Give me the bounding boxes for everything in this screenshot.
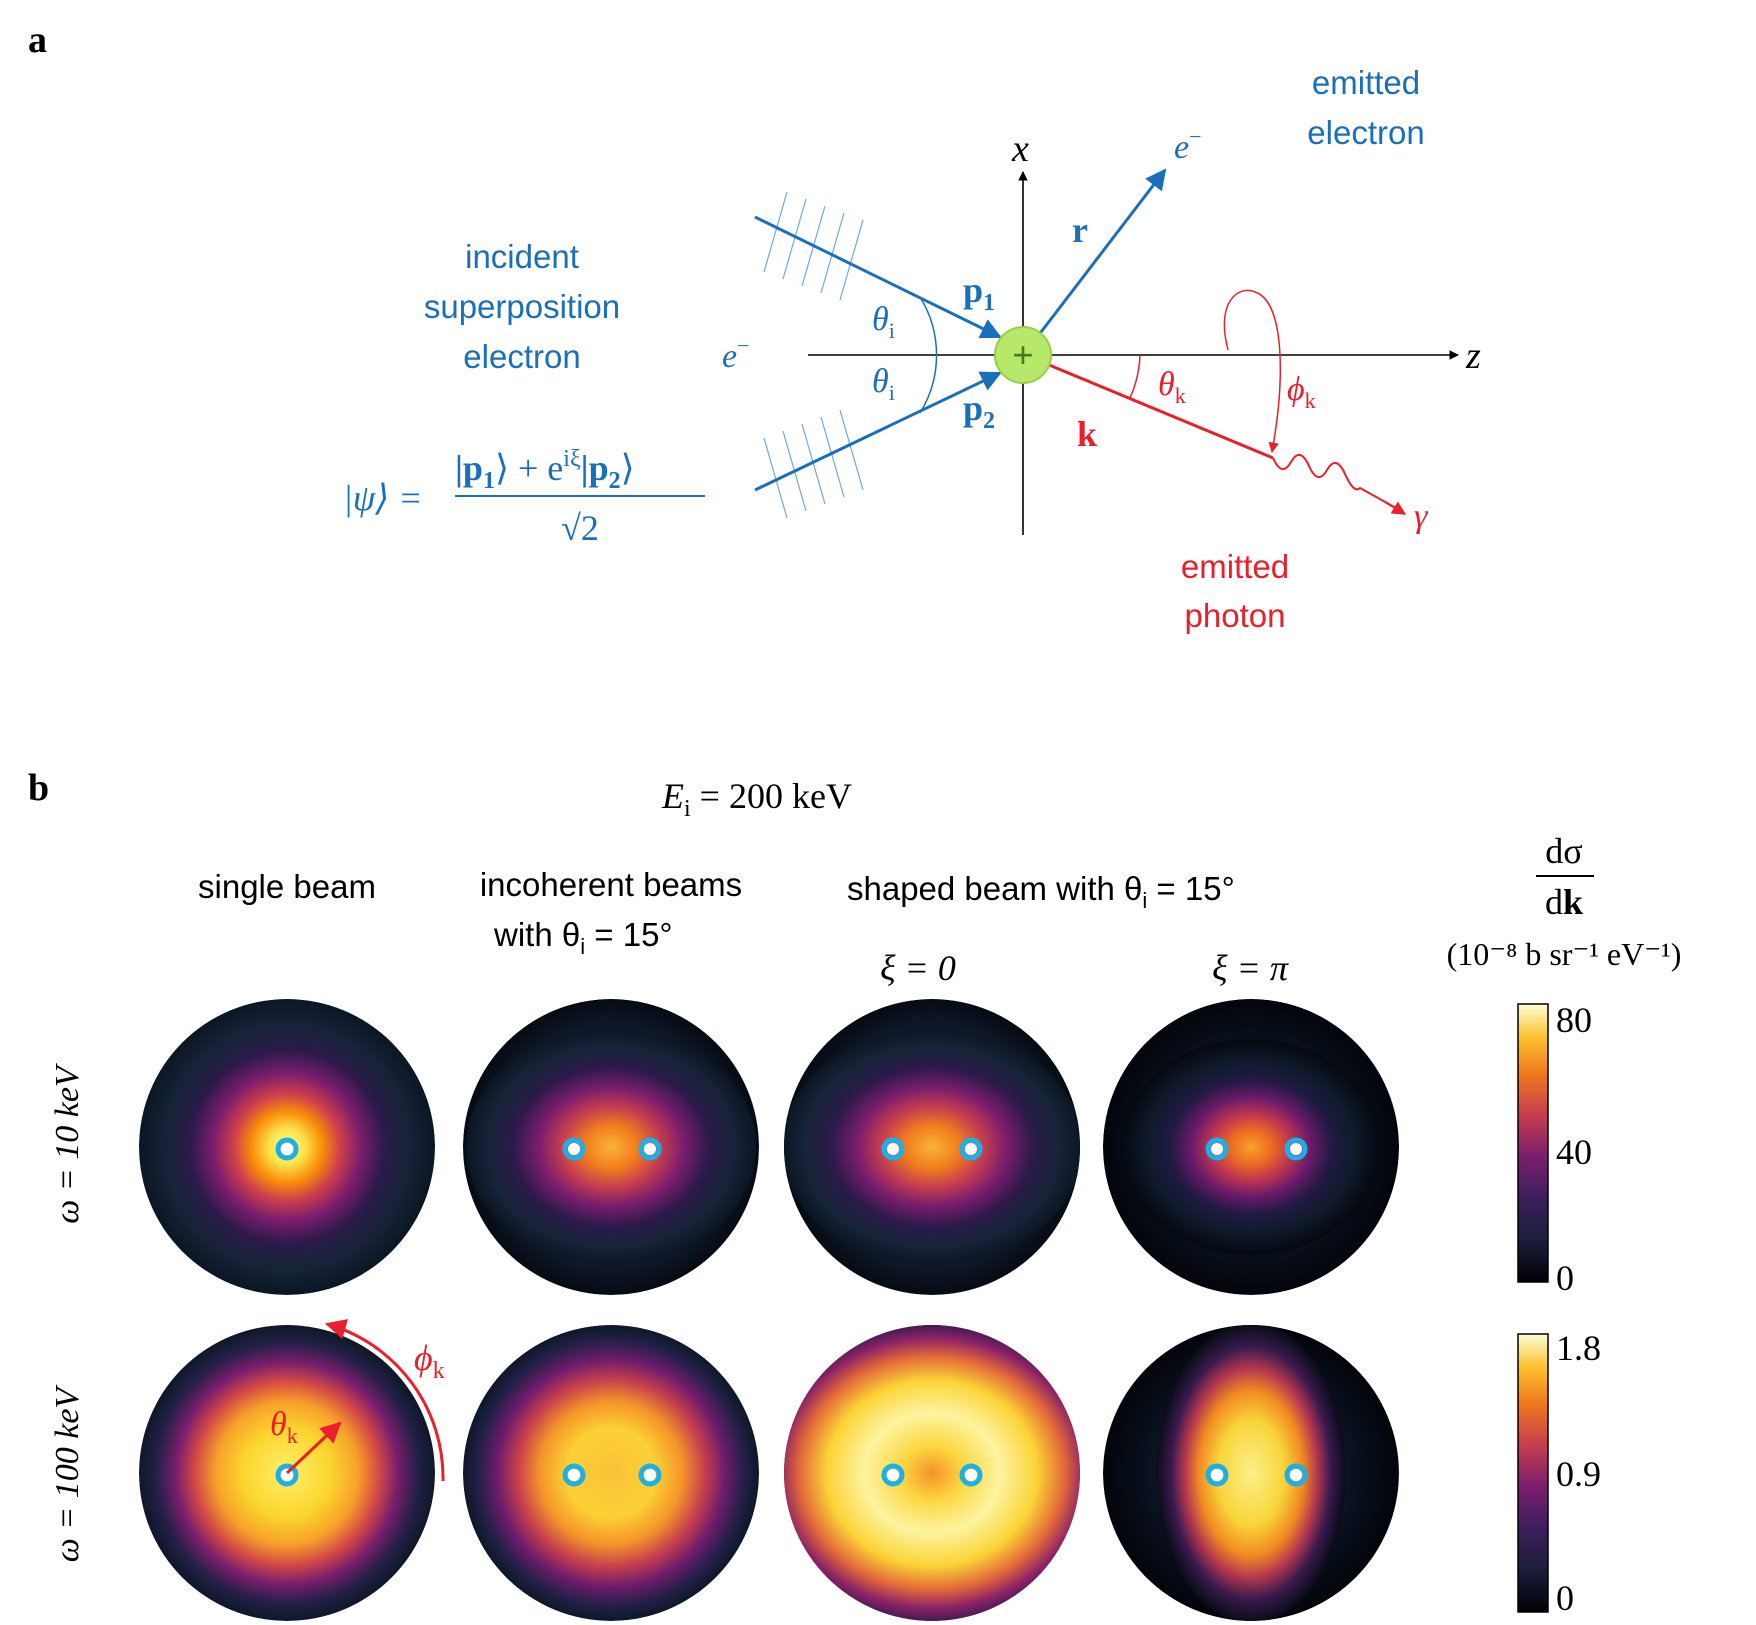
emitted-electron-text: emitted electron (1307, 64, 1424, 151)
col-shaped-beam: shaped beam with θi = 15° (847, 870, 1235, 913)
emitted-photon-text: emitted photon (1181, 548, 1289, 634)
p2-arrow (754, 371, 1002, 492)
x-axis-label: x (1011, 128, 1029, 170)
k-arrow (1024, 353, 1274, 460)
svg-text:emitted: emitted (1312, 64, 1420, 101)
phi-k-overlay-arc (324, 1319, 445, 1482)
colorbar-title: dσ dk (10⁻⁸ b sr⁻¹ eV⁻¹) (1447, 831, 1682, 972)
incident-electron-text: incident superposition electron (424, 238, 620, 375)
gamma-label: γ (1414, 498, 1429, 535)
theta-i-arc (919, 296, 938, 414)
col-incoherent-beams: incoherent beams with θi = 15° (480, 866, 742, 959)
colorbar-10kev-ticks: 80 40 0 (1556, 1000, 1592, 1298)
psi-equation: |ψ⟩ = |p1⟩ + eiξ|p2⟩ √2 (343, 446, 705, 548)
svg-text:0: 0 (1556, 1578, 1574, 1618)
svg-text:photon: photon (1185, 597, 1286, 634)
z-axis-label: z (1465, 335, 1481, 377)
theta-k-overlay-label: θk (270, 1406, 298, 1448)
svg-text:40: 40 (1556, 1132, 1592, 1172)
row-label-10kev: ω = 10 keV (49, 1062, 86, 1224)
svg-text:|ψ⟩ =: |ψ⟩ = (343, 478, 423, 518)
svg-text:0: 0 (1556, 1258, 1574, 1298)
theta-k-label: θk (1158, 366, 1186, 408)
svg-text:dk: dk (1545, 882, 1583, 922)
beam-marker-fill (281, 1143, 1302, 1481)
svg-text:√2: √2 (561, 508, 599, 548)
theta-i-lower-label: θi (872, 363, 895, 405)
svg-text:electron: electron (463, 338, 580, 375)
phi-k-overlay-label: ϕk (414, 1338, 445, 1384)
phi-k-label: ϕk (1287, 371, 1316, 413)
disk-shaped-xi0-10kev (784, 999, 1080, 1295)
theta-k-arc (1129, 354, 1141, 399)
svg-text:dσ: dσ (1545, 831, 1582, 871)
energy-label: Ei = 200 keV (661, 776, 852, 822)
xi-pi-label: ξ = π (1212, 948, 1289, 988)
panel-b-label: b (28, 767, 49, 809)
svg-text:1.8: 1.8 (1556, 1328, 1601, 1368)
p2-label: p2 (963, 388, 995, 434)
svg-text:0.9: 0.9 (1556, 1454, 1601, 1494)
svg-text:incoherent beams: incoherent beams (480, 866, 742, 903)
row-label-100kev: ω = 100 keV (49, 1384, 86, 1563)
colorbar-100kev-ticks: 1.8 0.9 0 (1556, 1328, 1601, 1618)
col-single-beam: single beam (198, 868, 376, 905)
svg-text:electron: electron (1307, 114, 1424, 151)
xi-zero-label: ξ = 0 (880, 948, 956, 988)
svg-text:superposition: superposition (424, 288, 620, 325)
r-arrow (1023, 168, 1167, 354)
p1-arrow (754, 215, 1002, 339)
p1-label: p1 (963, 270, 995, 316)
nucleus (994, 326, 1052, 384)
colorbar-10kev (1517, 1003, 1549, 1283)
disk-shaped-xipi-10kev (1103, 999, 1399, 1295)
disk-incoherent-100kev (463, 1325, 759, 1621)
svg-text:with θi = 15°: with θi = 15° (493, 916, 673, 959)
gamma-arrow (1384, 501, 1407, 515)
emitted-electron-symbol: e− (1174, 124, 1202, 166)
svg-text:emitted: emitted (1181, 548, 1289, 585)
incident-electron-symbol: e− (722, 333, 750, 375)
phi-k-loop (1223, 289, 1281, 454)
colorbar-100kev (1517, 1333, 1549, 1613)
theta-k-overlay-arrow (285, 1421, 342, 1475)
beam-markers (275, 1137, 1308, 1487)
nucleus-plus: + (1012, 335, 1034, 377)
k-label: k (1077, 414, 1097, 454)
svg-text:incident: incident (465, 238, 579, 275)
disk-incoherent-10kev (463, 999, 759, 1295)
disk-shaped-xi0-100kev (784, 1325, 1080, 1621)
panel-a-label: a (28, 19, 47, 61)
svg-text:80: 80 (1556, 1000, 1592, 1040)
photon-wave (1272, 454, 1397, 509)
r-label: r (1072, 210, 1088, 250)
svg-text:|p1⟩ + eiξ|p2⟩: |p1⟩ + eiξ|p2⟩ (455, 446, 635, 494)
theta-i-upper-label: θi (872, 301, 895, 343)
svg-text:(10⁻⁸ b sr⁻¹ eV⁻¹): (10⁻⁸ b sr⁻¹ eV⁻¹) (1447, 936, 1682, 972)
wavefronts-lower (763, 409, 864, 519)
disk-shaped-xipi-100kev (1103, 1325, 1399, 1621)
